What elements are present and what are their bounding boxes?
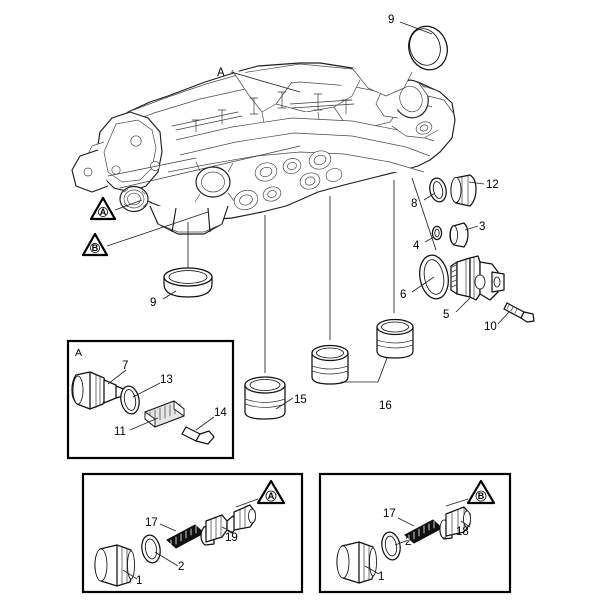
callout-13: 13 <box>160 374 173 386</box>
inset-box-c <box>318 472 512 594</box>
callout-15: 15 <box>294 394 307 406</box>
leader-A-top <box>230 71 301 93</box>
callout-17-right: 17 <box>383 508 396 520</box>
part-seal-ring-13 <box>120 385 140 415</box>
callout-A-main: A <box>217 67 225 79</box>
callout-6: 6 <box>400 289 406 301</box>
leader-6 <box>411 276 435 293</box>
leader-7 <box>107 369 127 385</box>
warning-triangle-a-main: A <box>89 196 117 221</box>
leader-17-right <box>397 517 415 527</box>
part-seal-washer-4 <box>431 225 443 241</box>
part-seal-ring-2-right <box>381 531 401 561</box>
leader-10 <box>497 311 510 325</box>
leader-12 <box>468 181 485 185</box>
part-cover-cap-top <box>408 25 448 71</box>
inset-a-marker: A <box>75 347 82 359</box>
leader-5 <box>455 297 471 313</box>
part-housing-cap-1-left <box>94 544 135 587</box>
part-spring-17-right <box>404 519 443 544</box>
inset-box-b <box>81 472 304 594</box>
bearing-bores <box>233 150 343 211</box>
part-spring-17-left <box>166 524 205 549</box>
part-filter-pin-11 <box>144 400 185 428</box>
part-valve-body-7 <box>71 371 127 410</box>
leader-8 <box>423 192 436 201</box>
callout-7: 7 <box>122 360 128 372</box>
part-plug-12 <box>450 174 477 207</box>
callout-3: 3 <box>479 221 485 233</box>
leader-19 <box>221 526 235 534</box>
leader-15 <box>275 397 294 410</box>
part-valve-cartridge-18 <box>439 506 471 540</box>
inset-box-a <box>66 339 235 460</box>
leader-14 <box>195 416 215 431</box>
callout-1-right: 1 <box>378 571 384 583</box>
leader-11 <box>129 417 159 431</box>
part-cover-cap-bottom <box>163 267 213 298</box>
warning-triangle-b-inset: B <box>466 479 496 505</box>
triangle-b-inset-label: B <box>478 491 485 501</box>
callout-9-top: 9 <box>388 14 394 26</box>
part-housing-cap-1-right <box>336 541 377 584</box>
part-tappet-right-16 <box>376 318 414 359</box>
callout-10: 10 <box>484 321 497 333</box>
part-valve-cartridge-19 <box>200 504 256 546</box>
callout-9-bottom: 9 <box>150 297 156 309</box>
callout-5: 5 <box>443 309 449 321</box>
main-housing-assembly <box>71 62 456 235</box>
callout-14: 14 <box>214 407 227 419</box>
deck-fasteners <box>171 91 355 133</box>
part-bolt-10 <box>503 302 535 323</box>
leader-4 <box>424 236 435 243</box>
part-seal-ring-2-left <box>141 534 161 564</box>
part-retaining-pin-14 <box>181 426 215 445</box>
triangle-b-label: B <box>92 243 99 253</box>
leader-1-right <box>364 565 380 575</box>
callout-18: 18 <box>456 526 469 538</box>
triangle-a-inset-label: A <box>268 491 275 501</box>
leader-16 <box>341 357 388 383</box>
callout-16: 16 <box>379 400 392 412</box>
seal-hub <box>119 185 149 213</box>
part-tappet-middle <box>311 344 349 385</box>
warning-triangle-a-inset: A <box>256 479 286 505</box>
callout-2-left: 2 <box>178 561 184 573</box>
callout-19: 19 <box>225 532 238 544</box>
pump-bore <box>194 161 235 203</box>
callout-11: 11 <box>114 426 126 438</box>
leader-3 <box>464 225 479 231</box>
callout-1-left: 1 <box>136 575 142 587</box>
part-pressure-valve-5 <box>450 255 505 301</box>
exploded-axis-lines <box>187 177 437 373</box>
callout-4: 4 <box>413 240 420 252</box>
leader-13 <box>132 382 161 398</box>
part-plug-3 <box>449 222 469 248</box>
warning-triangle-b-main: B <box>81 232 109 257</box>
callout-17-left: 17 <box>145 517 158 529</box>
leader-2-left <box>154 551 179 567</box>
leader-9-top <box>399 21 433 35</box>
leader-1-left <box>122 569 138 580</box>
leader-18 <box>460 520 471 528</box>
callout-2-right: 2 <box>405 536 411 548</box>
part-tappet-left-15 <box>244 376 286 420</box>
part-seal-ring-8 <box>429 177 447 203</box>
callout-8: 8 <box>411 198 417 210</box>
callout-12: 12 <box>486 179 499 191</box>
leader-9-bottom <box>162 290 177 300</box>
leader-17-left <box>159 523 177 532</box>
triangle-a-label: A <box>100 207 107 217</box>
